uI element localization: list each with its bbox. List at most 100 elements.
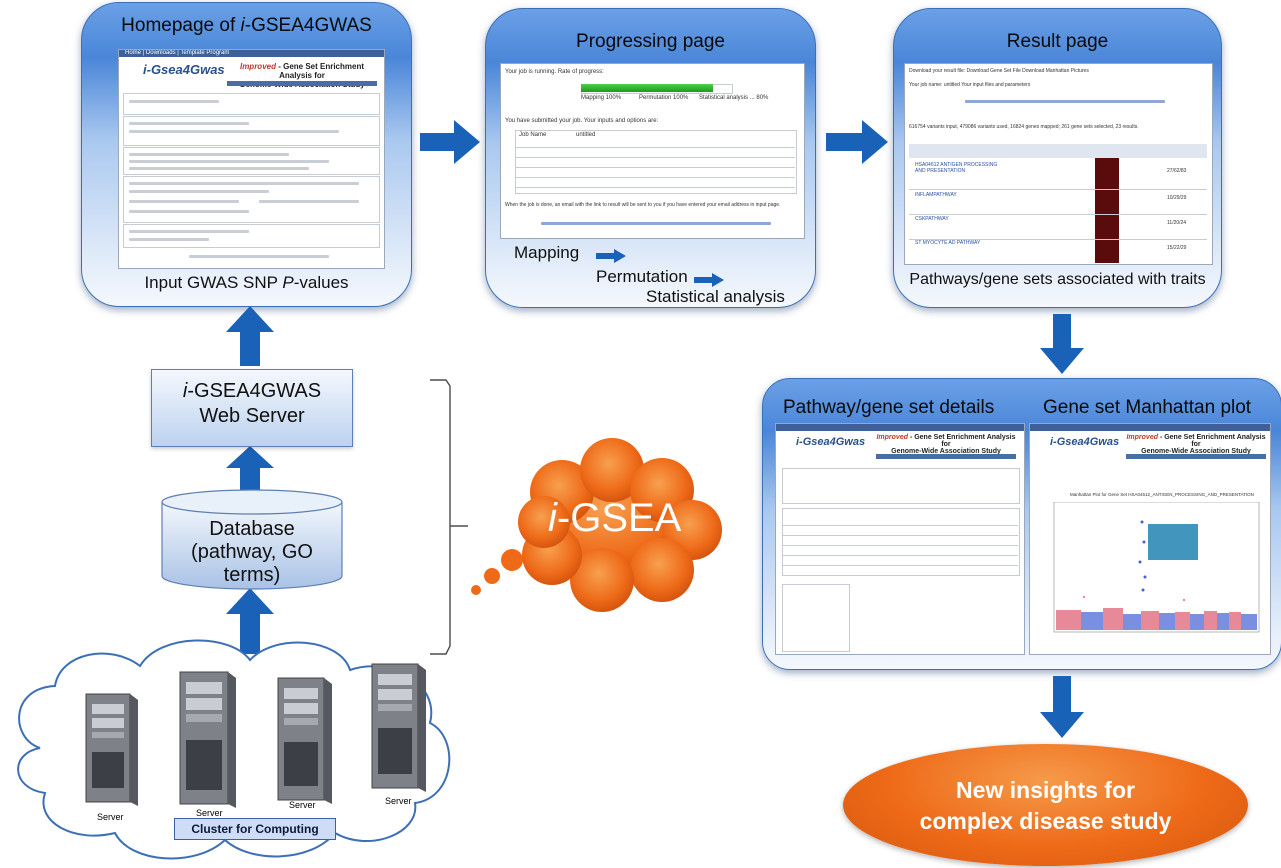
progress-title: Progressing page: [576, 31, 725, 52]
row1-name: HSA04612 ANTIGEN PROCESSING AND PRESENTA…: [915, 162, 998, 174]
arrow-down-icon: [1040, 676, 1084, 738]
text-line: [129, 153, 289, 156]
unmapped-gene-table: [782, 584, 850, 652]
text-line: [129, 100, 219, 103]
table-row: [515, 160, 795, 168]
email-section: [123, 224, 380, 248]
table-row: [515, 140, 795, 148]
result-panel: Result page Download your result file: D…: [893, 8, 1222, 308]
result-caption: Pathways/gene sets associated with trait…: [909, 271, 1206, 288]
table-row: [515, 170, 795, 178]
table-row: [909, 207, 1207, 215]
homepage-title: Homepage of i-GSEA4GWAS: [121, 15, 372, 36]
link-line: [965, 100, 1165, 103]
link-line: [541, 222, 771, 225]
site-headline: Improved - Gene Set Enrichment Analysis …: [1126, 434, 1266, 455]
progress-permutation-label: Permutation: [596, 267, 688, 286]
geneset-section: [123, 176, 380, 223]
table-row: [515, 180, 795, 188]
arrow-up-icon: [226, 588, 274, 654]
progress-bar-fill: [581, 84, 713, 92]
progress-screenshot: Your job is running. Rate of progress: M…: [500, 63, 805, 239]
download-text: Download your result file: Download Gene…: [909, 68, 1089, 74]
server-icon: [85, 693, 138, 806]
server-label: Server: [385, 796, 412, 806]
header-strip: [1126, 454, 1266, 459]
text-line: [129, 160, 329, 163]
text-line: [129, 210, 249, 213]
variants-text: 616754 variants input, 479086 variants u…: [909, 124, 1139, 130]
table-row: [515, 150, 795, 158]
job-name-label: Job Name: [519, 132, 547, 138]
table-row: [782, 538, 1018, 546]
arrow-up-icon: [226, 446, 274, 490]
job-name-value: untitled: [576, 132, 596, 138]
homepage-screenshot: Home | Downloads | Template Program i-Gs…: [118, 49, 385, 269]
details-panel: Pathway/gene set details Gene set Manhat…: [762, 378, 1281, 670]
insights-oval: New insights for complex disease study: [843, 744, 1248, 866]
homepage-caption: Input GWAS SNP P-values: [144, 273, 349, 292]
cluster-label: Cluster for Computing: [174, 818, 336, 840]
details-screenshot: i-Gsea4Gwas Improved - Gene Set Enrichme…: [775, 423, 1025, 655]
server-label: Server: [196, 808, 223, 818]
table-row: [782, 528, 1018, 536]
arrow-down-icon: [1040, 314, 1084, 374]
manhattan-plot: [1053, 502, 1260, 633]
table-row: [782, 548, 1018, 556]
progress-statistical: Statistical analysis ... 80%: [699, 95, 769, 101]
row1-count: 27/62/83: [1167, 168, 1187, 174]
nav-links: Home | Downloads | Template Program: [125, 50, 230, 56]
text-line: [129, 238, 209, 241]
row2-count: 10/29/29: [1167, 195, 1187, 201]
text-line: [129, 130, 339, 133]
server-icon: [179, 671, 236, 808]
table-row: [909, 232, 1207, 240]
row4-name: ST MYOCYTE AD PATHWAY: [915, 240, 981, 246]
progress-stats-label: Statistical analysis: [646, 287, 785, 306]
manhattan-points: [1056, 520, 1257, 630]
row3-name: CSKPATHWAY: [915, 216, 949, 222]
row2-name: INFLAMPATHWAY: [915, 192, 957, 198]
text-line: [129, 190, 269, 193]
progress-mapping: Mapping 100%: [581, 95, 622, 101]
nav-bar: [1030, 424, 1270, 431]
site-logo: i-Gsea4Gwas: [1050, 436, 1120, 448]
progress-text: Your job is running. Rate of progress:: [505, 69, 604, 75]
text-line: [129, 200, 239, 203]
database-label: Database (pathway, GO terms): [160, 518, 344, 587]
permutation-arrow-icon: [694, 273, 724, 287]
i-gsea-cloud-icon: [471, 438, 722, 612]
database-line2: (pathway, GO terms): [191, 541, 313, 586]
insights-line1: New insights for: [956, 777, 1135, 803]
server-label: Server: [97, 812, 124, 822]
result-screenshot: Download your result file: Download Gene…: [904, 63, 1213, 265]
header-strip: [876, 454, 1016, 459]
header-strip: [227, 81, 377, 86]
web-server-box: i-GSEA4GWAS Web Server: [151, 369, 353, 447]
i-gsea-label: i-GSEA: [548, 496, 682, 540]
site-logo: i-Gsea4Gwas: [143, 62, 225, 77]
footer-line: [189, 255, 329, 258]
server-label: Server: [289, 800, 316, 810]
result-title: Result page: [1006, 31, 1109, 52]
demo-section: [123, 93, 380, 115]
upload-section: [123, 116, 380, 146]
text-line: [129, 122, 249, 125]
server-icon: [277, 677, 332, 804]
result-table-header: [909, 144, 1207, 158]
mapping-arrow-icon: [596, 249, 626, 263]
mapping-section: [123, 147, 380, 175]
text-line: [129, 182, 359, 185]
fdr-column: [1095, 158, 1119, 263]
site-logo: i-Gsea4Gwas: [796, 436, 866, 448]
bracket-icon: [430, 379, 468, 655]
details-gene-table: [782, 508, 1020, 576]
text-line: [259, 200, 359, 203]
progress-permutation: Permutation 100%: [639, 95, 689, 101]
database-icon: [161, 489, 343, 590]
done-note: When the job is done, an email with the …: [505, 202, 781, 208]
progress-mapping-label: Mapping: [514, 243, 580, 262]
arrow-right-icon: [826, 120, 888, 164]
details-title-left: Pathway/gene set details: [783, 397, 995, 418]
site-headline: Improved - Gene Set Enrichment Analysis …: [876, 434, 1016, 455]
